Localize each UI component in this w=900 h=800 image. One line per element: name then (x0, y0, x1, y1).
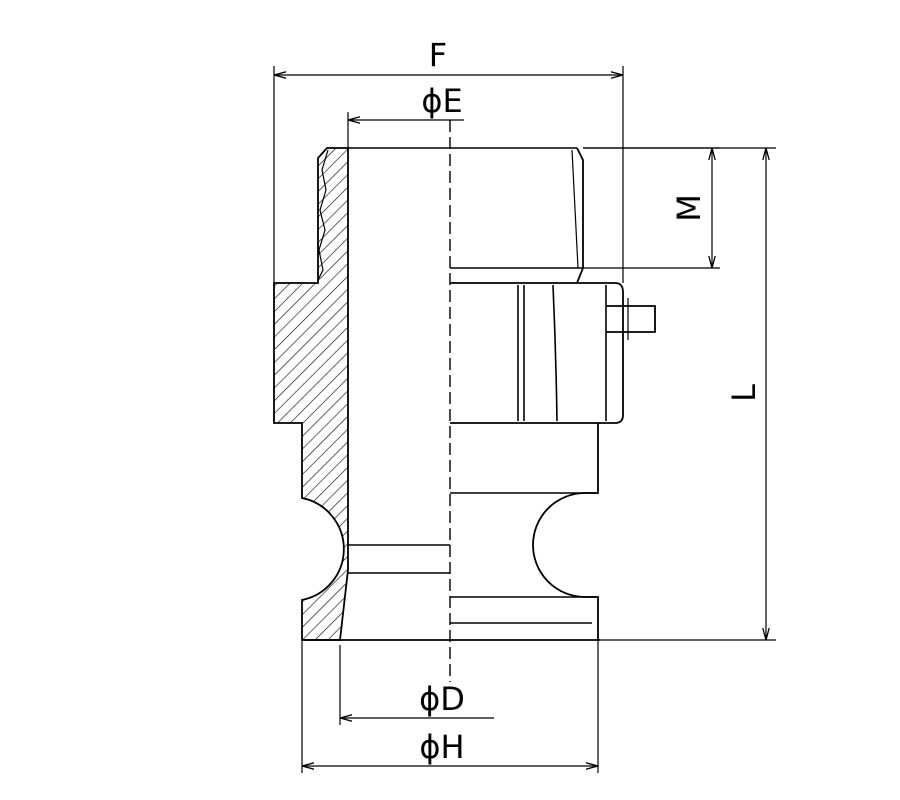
dim-label-phi-h: ϕH (419, 728, 464, 766)
thread-outline (576, 147, 584, 284)
dim-label-phi-e: ϕE (421, 82, 462, 120)
section-hatch (273, 147, 349, 641)
hex-collar (450, 282, 624, 424)
dim-label-f: F (429, 36, 447, 74)
dim-label-l: L (725, 384, 763, 402)
set-screw-icon (606, 305, 656, 333)
thread-root (571, 149, 579, 269)
dim-label-m: M (670, 194, 708, 222)
body-outline-right (532, 423, 599, 640)
dim-label-phi-d: ϕD (419, 680, 465, 718)
hex-edge-3 (552, 284, 558, 422)
left-thread-edge (317, 149, 329, 281)
